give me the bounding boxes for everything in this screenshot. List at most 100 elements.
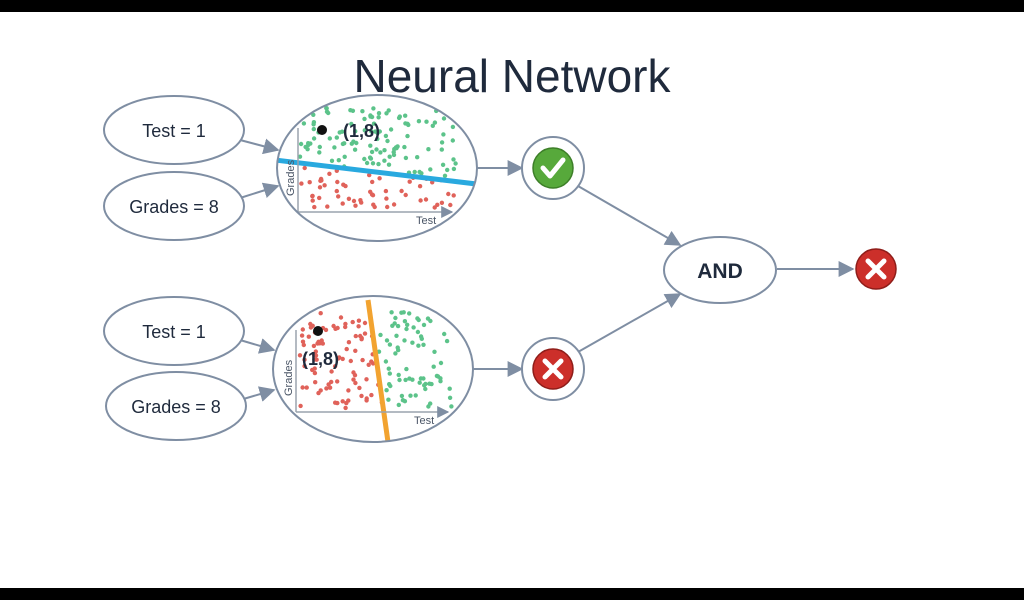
scatter-point <box>322 183 327 188</box>
scatter-point <box>371 106 376 111</box>
top-boundary-line <box>277 157 477 188</box>
scatter-point <box>445 310 450 315</box>
scatter-point <box>346 340 352 345</box>
edge-cross-to-and <box>577 293 682 353</box>
scatter-point <box>298 403 303 409</box>
scatter-point <box>334 188 339 194</box>
scatter-point <box>387 382 392 387</box>
scatter-point <box>342 141 347 146</box>
scatter-point <box>410 340 415 345</box>
scatter-point <box>312 352 317 358</box>
scatter-point <box>362 116 367 122</box>
scatter-point <box>343 324 348 330</box>
scatter-point <box>453 161 458 166</box>
scatter-point <box>404 366 409 372</box>
scatter-point <box>428 167 433 172</box>
scatter-point <box>329 158 335 163</box>
bottom-point-label: (1,8) <box>302 349 339 369</box>
edge-test-bottom <box>239 338 276 354</box>
scatter-point <box>324 109 330 114</box>
final-output-cross-icon <box>855 248 897 290</box>
scatter-point <box>336 194 341 199</box>
scatter-point <box>440 162 446 167</box>
scatter-point <box>362 128 367 133</box>
scatter-point <box>441 116 447 121</box>
top-x-axis-label: Test <box>416 215 436 227</box>
and-node: AND <box>663 236 777 304</box>
scatter-point <box>403 192 408 198</box>
scatter-point <box>311 126 316 132</box>
scatter-point <box>449 310 454 315</box>
scatter-point <box>427 381 432 386</box>
scatter-point <box>423 386 428 392</box>
scatter-point <box>327 385 333 390</box>
scatter-point <box>313 380 318 385</box>
scatter-point <box>395 323 401 329</box>
scatter-point <box>319 338 324 343</box>
scatter-point <box>444 338 450 344</box>
scatter-point <box>416 119 422 124</box>
scatter-point <box>403 377 408 383</box>
scatter-point <box>396 372 401 378</box>
scatter-point <box>425 316 431 321</box>
scatter-point <box>384 111 389 116</box>
scatter-point <box>399 188 404 194</box>
scatter-point <box>327 136 332 141</box>
scatter-point <box>407 179 412 184</box>
scatter-point <box>432 349 437 354</box>
scatter-point <box>301 121 307 126</box>
scatter-point <box>438 379 443 384</box>
scatter-point <box>451 166 457 172</box>
scatter-point <box>387 371 392 376</box>
scatter-point <box>341 182 346 187</box>
scatter-point <box>340 399 345 404</box>
scatter-point <box>300 327 305 332</box>
scatter-point <box>418 198 423 203</box>
input-node-grades-top: Grades = 8 <box>103 171 245 241</box>
scatter-point <box>306 334 311 339</box>
scatter-point <box>336 158 341 163</box>
scatter-point <box>447 395 453 400</box>
scatter-point <box>297 353 303 358</box>
bottom-scatter-points <box>297 310 456 411</box>
scatter-point <box>364 398 369 403</box>
scatter-point <box>389 310 394 315</box>
scatter-point <box>333 400 338 405</box>
scatter-point <box>312 370 318 376</box>
scatter-point <box>300 339 306 344</box>
scatter-point <box>340 201 345 206</box>
scatter-point <box>299 333 305 338</box>
scatter-point <box>311 112 316 118</box>
scatter-point <box>402 319 408 324</box>
scatter-point <box>367 172 372 178</box>
and-label: AND <box>697 260 743 283</box>
scatter-point <box>369 149 375 155</box>
scatter-point <box>329 369 334 374</box>
scatter-point <box>401 310 406 315</box>
scatter-point <box>310 367 315 373</box>
scatter-point <box>407 311 412 316</box>
scatter-point <box>337 130 342 135</box>
check-icon <box>532 147 574 189</box>
scatter-point <box>302 165 307 171</box>
scatter-point <box>323 327 329 333</box>
scatter-point <box>428 401 433 406</box>
scatter-point <box>396 115 402 121</box>
scatter-point <box>417 184 423 189</box>
scatter-point <box>403 113 408 118</box>
scatter-point <box>307 180 312 185</box>
scatter-point <box>308 325 314 330</box>
scatter-point <box>377 176 382 181</box>
scatter-point <box>375 136 380 142</box>
scatter-point <box>417 380 422 385</box>
scatter-point <box>397 377 402 383</box>
slide-title: Neural Network <box>353 50 671 102</box>
scatter-point <box>419 336 424 341</box>
scatter-point <box>382 158 387 163</box>
top-letterbox-bar <box>0 0 1024 12</box>
bottom-x-axis-label: Test <box>414 415 434 427</box>
scatter-point <box>364 160 370 166</box>
scatter-point <box>332 364 338 369</box>
scatter-point <box>388 127 394 132</box>
scatter-point <box>378 150 383 155</box>
